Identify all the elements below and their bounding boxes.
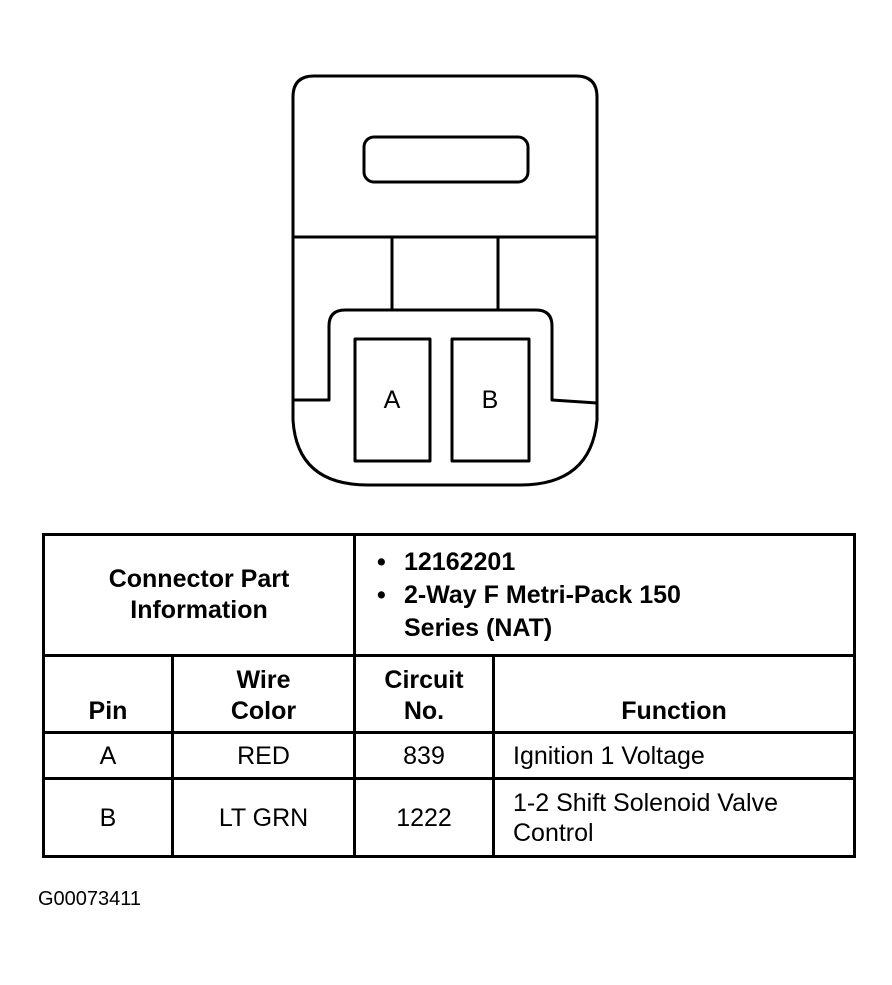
header-wire-color-text: Wire Color <box>230 666 297 725</box>
part-info-label-text: Connector Part Information <box>108 565 290 624</box>
pin-a-label: A <box>384 386 401 414</box>
header-circuit-no: Circuit No. <box>353 654 495 734</box>
figure-id: G00073411 <box>38 888 142 910</box>
connector-info-table: Connector Part Information 12162201 2-Wa… <box>42 533 856 858</box>
part-number: 12162201 <box>377 546 853 579</box>
row-a-function: Ignition 1 Voltage <box>492 731 856 780</box>
header-function: Function <box>492 654 856 734</box>
header-pin: Pin <box>42 654 174 734</box>
pin-b-terminal <box>450 337 531 463</box>
row-a-wire-color: RED <box>171 731 356 780</box>
table-row: A RED 839 Ignition 1 Voltage <box>42 731 856 780</box>
header-row: Pin Wire Color Circuit No. Function <box>42 654 856 734</box>
pin-a-terminal <box>353 337 432 463</box>
row-b-wire-color: LT GRN <box>171 777 356 858</box>
row-b-function: 1-2 Shift Solenoid Valve Control <box>492 777 856 858</box>
row-b-function-text: 1-2 Shift Solenoid Valve Control <box>513 788 778 847</box>
part-info-label: Connector Part Information <box>42 533 356 657</box>
connector-diagram: A B <box>291 74 599 487</box>
header-wire-color: Wire Color <box>171 654 356 734</box>
pin-b-label: B <box>482 386 499 414</box>
table-row: B LT GRN 1222 1-2 Shift Solenoid Valve C… <box>42 777 856 858</box>
part-info-values: 12162201 2-Way F Metri-Pack 150 Series (… <box>353 533 856 657</box>
row-b-circuit-no: 1222 <box>353 777 495 858</box>
connector-pin-cavity <box>293 308 598 405</box>
row-a-pin: A <box>42 731 174 780</box>
row-a-circuit-no: 839 <box>353 731 495 780</box>
connector-body-outline <box>291 74 599 487</box>
part-info-list: 12162201 2-Way F Metri-Pack 150 Series (… <box>356 540 853 651</box>
connector-description: 2-Way F Metri-Pack 150 Series (NAT) <box>377 579 694 645</box>
row-b-pin: B <box>42 777 174 858</box>
header-circuit-no-text: Circuit No. <box>384 666 464 725</box>
connector-lock-slot <box>362 135 530 184</box>
part-info-row: Connector Part Information 12162201 2-Wa… <box>42 533 856 657</box>
